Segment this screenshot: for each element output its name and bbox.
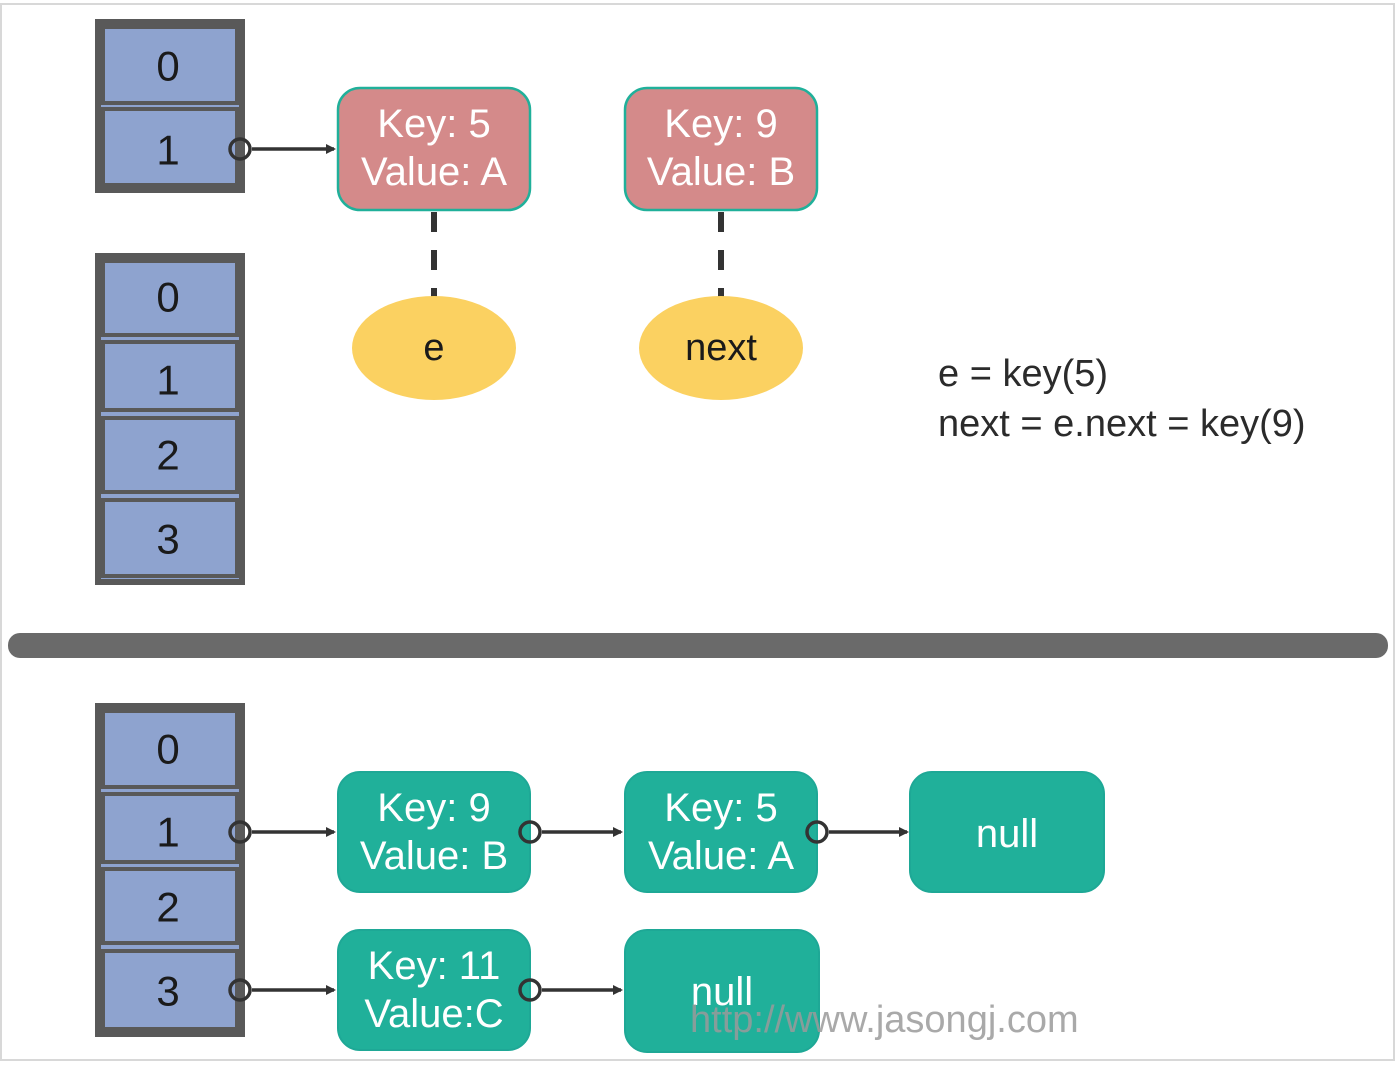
section-divider (8, 633, 1388, 658)
bottom-chain1-node-key9: Key: 9 Value: B (337, 771, 531, 893)
bottom-slot3-pointer-origin (228, 978, 252, 1002)
bottom-chain1-node-key5-next-origin (805, 820, 829, 844)
e-pointer-label: e (423, 327, 444, 369)
e-pointer-ellipse (352, 296, 516, 400)
next-pointer-label: next (685, 327, 757, 369)
bottom-cell-3 (101, 949, 239, 1031)
middle-cell-2 (101, 416, 239, 494)
top-index-1: 1 (156, 127, 179, 174)
bottom-cell-2 (101, 867, 239, 945)
bottom-chain3-null: null (624, 929, 820, 1053)
top-node-key5-box (336, 86, 532, 212)
top-cell-0 (101, 25, 239, 105)
bottom-chain1-null: null (909, 771, 1105, 893)
bottom-slot1-pointer-origin (228, 820, 252, 844)
bottom-chain3-node-key11-box (337, 929, 531, 1051)
bottom-cell-1 (101, 792, 239, 864)
bottom-chain1-node-key5-value: Value: A (648, 834, 794, 878)
note-line-1: e = key(5) (938, 353, 1108, 395)
bottom-chain1-node-key5-box (624, 771, 818, 893)
top-node-key9: Key: 9 Value: B (623, 86, 819, 212)
bottom-chain1-node-key9-value: Value: B (360, 834, 508, 878)
middle-index-3: 3 (156, 516, 179, 563)
middle-cell-3 (101, 498, 239, 578)
middle-index-1: 1 (156, 357, 179, 404)
top-slot1-pointer-origin (228, 137, 252, 161)
top-bucket-table: 0 1 (95, 19, 245, 193)
top-node-key9-value: Value: B (647, 150, 795, 194)
bottom-chain1-node-key9-next-origin (518, 820, 542, 844)
middle-index-0: 0 (156, 274, 179, 321)
top-node-key9-key: Key: 9 (664, 102, 777, 146)
bottom-chain3-null-label: null (691, 970, 753, 1014)
bottom-chain3-node-key11-value: Value:C (364, 992, 503, 1036)
top-node-key9-box (623, 86, 819, 212)
bottom-chain1-node-key9-box (337, 771, 531, 893)
middle-cell-0 (101, 259, 239, 337)
bottom-index-3: 3 (156, 968, 179, 1015)
image-border (0, 3, 1395, 1061)
note-line-2: next = e.next = key(9) (938, 403, 1306, 445)
bottom-chain1-null-label: null (976, 812, 1038, 856)
middle-cell-1 (101, 340, 239, 412)
bottom-chain3-node-key11-key: Key: 11 (368, 944, 501, 988)
top-node-key5-key: Key: 5 (377, 102, 490, 146)
top-cell-1 (101, 107, 239, 187)
bottom-index-2: 2 (156, 884, 179, 931)
bottom-chain1-node-key5: Key: 5 Value: A (624, 771, 818, 893)
top-index-0: 0 (156, 43, 179, 90)
watermark-text: http://www.jasongj.com (690, 999, 1079, 1041)
bottom-index-1: 1 (156, 809, 179, 856)
bottom-chain3-null-box (624, 929, 820, 1053)
top-node-key5: Key: 5 Value: A (336, 86, 532, 212)
bottom-chain1-node-key5-key: Key: 5 (664, 786, 777, 830)
middle-index-2: 2 (156, 432, 179, 479)
bottom-chain1-null-box (909, 771, 1105, 893)
bottom-cell-0 (101, 709, 239, 789)
bottom-chain3-node-key11-next-origin (518, 978, 542, 1002)
middle-bucket-table: 0 1 2 3 (95, 253, 245, 585)
bottom-bucket-table: 0 1 2 3 (95, 703, 245, 1037)
bottom-chain1-node-key9-key: Key: 9 (377, 786, 490, 830)
bottom-chain3-node-key11: Key: 11 Value:C (337, 929, 531, 1051)
bottom-index-0: 0 (156, 726, 179, 773)
next-pointer-ellipse (639, 296, 803, 400)
top-node-key5-value: Value: A (361, 150, 507, 194)
